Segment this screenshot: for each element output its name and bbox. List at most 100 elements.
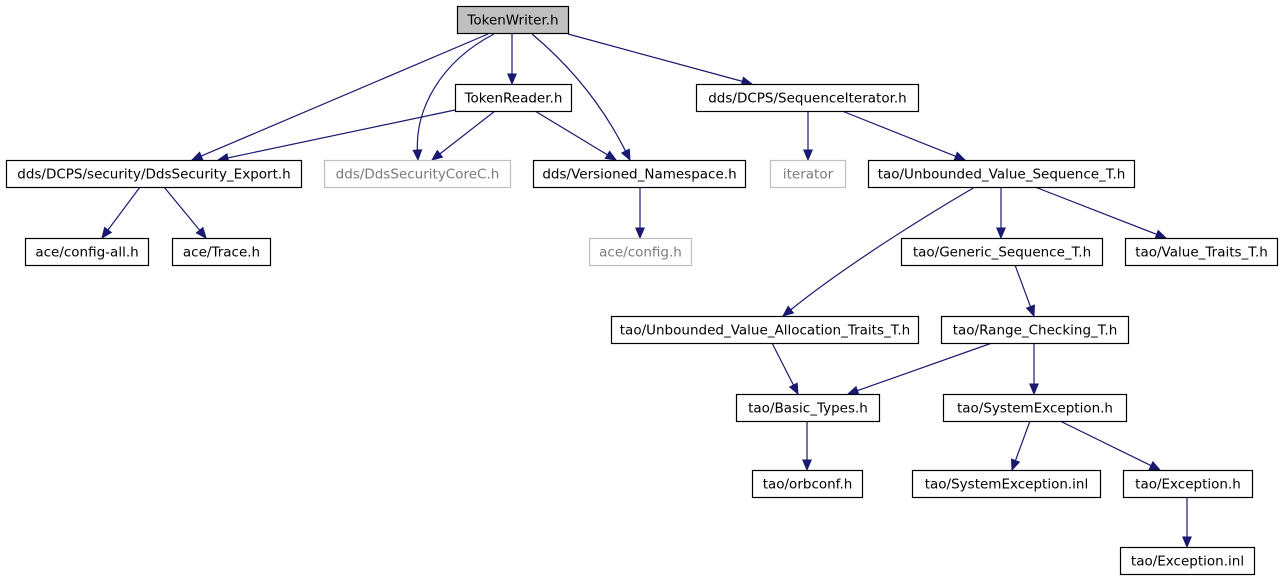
edge-arrowhead [412, 149, 423, 162]
node-n16[interactable]: tao/SystemException.h [942, 393, 1128, 423]
node-box [769, 159, 847, 189]
node-n19[interactable]: tao/Exception.h [1122, 469, 1254, 499]
edge-arrowhead [1154, 229, 1168, 239]
node-label: tao/Generic_Sequence_T.h [913, 245, 1091, 261]
edge-arrowhead [996, 227, 1006, 240]
node-label: tao/orbconf.h [763, 477, 853, 493]
edge-line [106, 186, 141, 232]
edge-n7-to-n11 [996, 187, 1006, 240]
node-label: ace/Trace.h [183, 245, 260, 261]
edge-arrowhead [1010, 458, 1021, 472]
edge-n7-to-n13 [781, 186, 976, 317]
edge-n15-to-n17 [802, 421, 812, 472]
edge-n0-to-n5 [531, 33, 631, 162]
node-box [323, 159, 512, 189]
node-n18[interactable]: tao/SystemException.inl [911, 469, 1102, 499]
edge-arrowhead [620, 148, 631, 162]
node-n17[interactable]: tao/orbconf.h [751, 469, 864, 499]
edge-line [789, 186, 976, 311]
edge-line [1059, 420, 1153, 467]
edge-arrowhead [803, 149, 813, 162]
edge-n0-to-n4 [412, 33, 495, 162]
node-n11[interactable]: tao/Generic_Sequence_T.h [900, 237, 1104, 267]
node-box [751, 469, 864, 499]
node-label: ace/config.h [599, 245, 682, 261]
edge-arrowhead [101, 226, 113, 240]
edge-n3-to-n9 [163, 186, 207, 239]
node-box [1122, 469, 1254, 499]
node-n5[interactable]: dds/Versioned_Namespace.h [532, 159, 747, 189]
node-n7[interactable]: tao/Unbounded_Value_Sequence_T.h [867, 159, 1136, 189]
node-n0[interactable]: TokenWriter.h [456, 5, 570, 35]
node-n10: ace/config.h [588, 237, 693, 267]
edge-line [534, 110, 609, 156]
node-box [5, 159, 303, 189]
node-label: tao/Unbounded_Value_Sequence_T.h [878, 167, 1126, 183]
edge-line [567, 33, 744, 83]
node-box [24, 237, 150, 267]
node-n12[interactable]: tao/Value_Traits_T.h [1124, 237, 1279, 267]
node-label: TokenWriter.h [466, 13, 558, 29]
node-label: tao/Exception.h [1135, 477, 1241, 493]
edge-n16-to-n18 [1010, 420, 1031, 472]
node-box [942, 393, 1128, 423]
node-n20[interactable]: tao/Exception.inl [1119, 546, 1256, 576]
node-n4: dds/DdsSecurityCoreC.h [323, 159, 512, 189]
node-label: dds/DCPS/SequenceIterator.h [708, 91, 907, 107]
node-n2[interactable]: dds/DCPS/SequenceIterator.h [695, 83, 920, 113]
edge-n0-to-n3 [190, 33, 489, 161]
edge-arrowhead [635, 227, 645, 240]
node-label: tao/Range_Checking_T.h [953, 323, 1118, 339]
node-label: tao/Value_Traits_T.h [1135, 245, 1268, 261]
edge-arrowhead [1182, 536, 1192, 549]
node-label: tao/Exception.inl [1131, 554, 1244, 570]
edge-n1-to-n4 [430, 110, 496, 161]
edge-n13-to-n15 [771, 342, 799, 396]
node-box [532, 159, 747, 189]
node-label: dds/DCPS/security/DdsSecurity_Export.h [17, 167, 290, 183]
node-box [695, 83, 920, 113]
node-label: TokenReader.h [464, 91, 563, 107]
node-n15[interactable]: tao/Basic_Types.h [735, 393, 881, 423]
edge-n2-to-n6 [803, 111, 813, 162]
edge-arrowhead [430, 149, 444, 161]
node-label: tao/SystemException.inl [925, 477, 1089, 493]
node-box [456, 5, 570, 35]
edge-n14-to-n15 [846, 342, 993, 396]
edge-n2-to-n7 [841, 110, 967, 161]
edges-layer [101, 33, 1192, 549]
edge-arrowhead [846, 385, 860, 396]
node-label: iterator [783, 167, 834, 183]
edge-line [416, 33, 495, 152]
node-n8[interactable]: ace/config-all.h [24, 237, 150, 267]
edge-line [163, 186, 201, 232]
edge-n11-to-n14 [1014, 264, 1035, 318]
node-label: tao/SystemException.h [957, 401, 1113, 417]
node-n1[interactable]: TokenReader.h [454, 83, 573, 113]
edge-arrowhead [604, 150, 618, 161]
edge-arrowhead [1148, 460, 1162, 471]
edge-arrowhead [195, 226, 207, 239]
node-box [867, 159, 1136, 189]
edge-n3-to-n8 [101, 186, 141, 240]
edge-n1-to-n5 [534, 110, 618, 161]
node-n13[interactable]: tao/Unbounded_Value_Allocation_Traits_T.… [610, 315, 920, 345]
edge-line [531, 33, 627, 153]
node-box [610, 315, 920, 345]
node-n3[interactable]: dds/DCPS/security/DdsSecurity_Export.h [5, 159, 303, 189]
node-n9[interactable]: ace/Trace.h [171, 237, 272, 267]
node-n14[interactable]: tao/Range_Checking_T.h [940, 315, 1130, 345]
edge-arrowhead [190, 151, 204, 161]
node-label: tao/Unbounded_Value_Allocation_Traits_T.… [620, 323, 910, 339]
edge-line [200, 33, 489, 158]
edge-line [1014, 420, 1031, 462]
node-label: dds/DdsSecurityCoreC.h [336, 167, 500, 183]
edge-line [1014, 264, 1032, 308]
node-label: ace/config-all.h [35, 245, 138, 261]
node-label: dds/Versioned_Namespace.h [542, 167, 736, 183]
edge-line [226, 109, 456, 159]
edge-line [771, 342, 795, 387]
edge-line [856, 342, 993, 392]
